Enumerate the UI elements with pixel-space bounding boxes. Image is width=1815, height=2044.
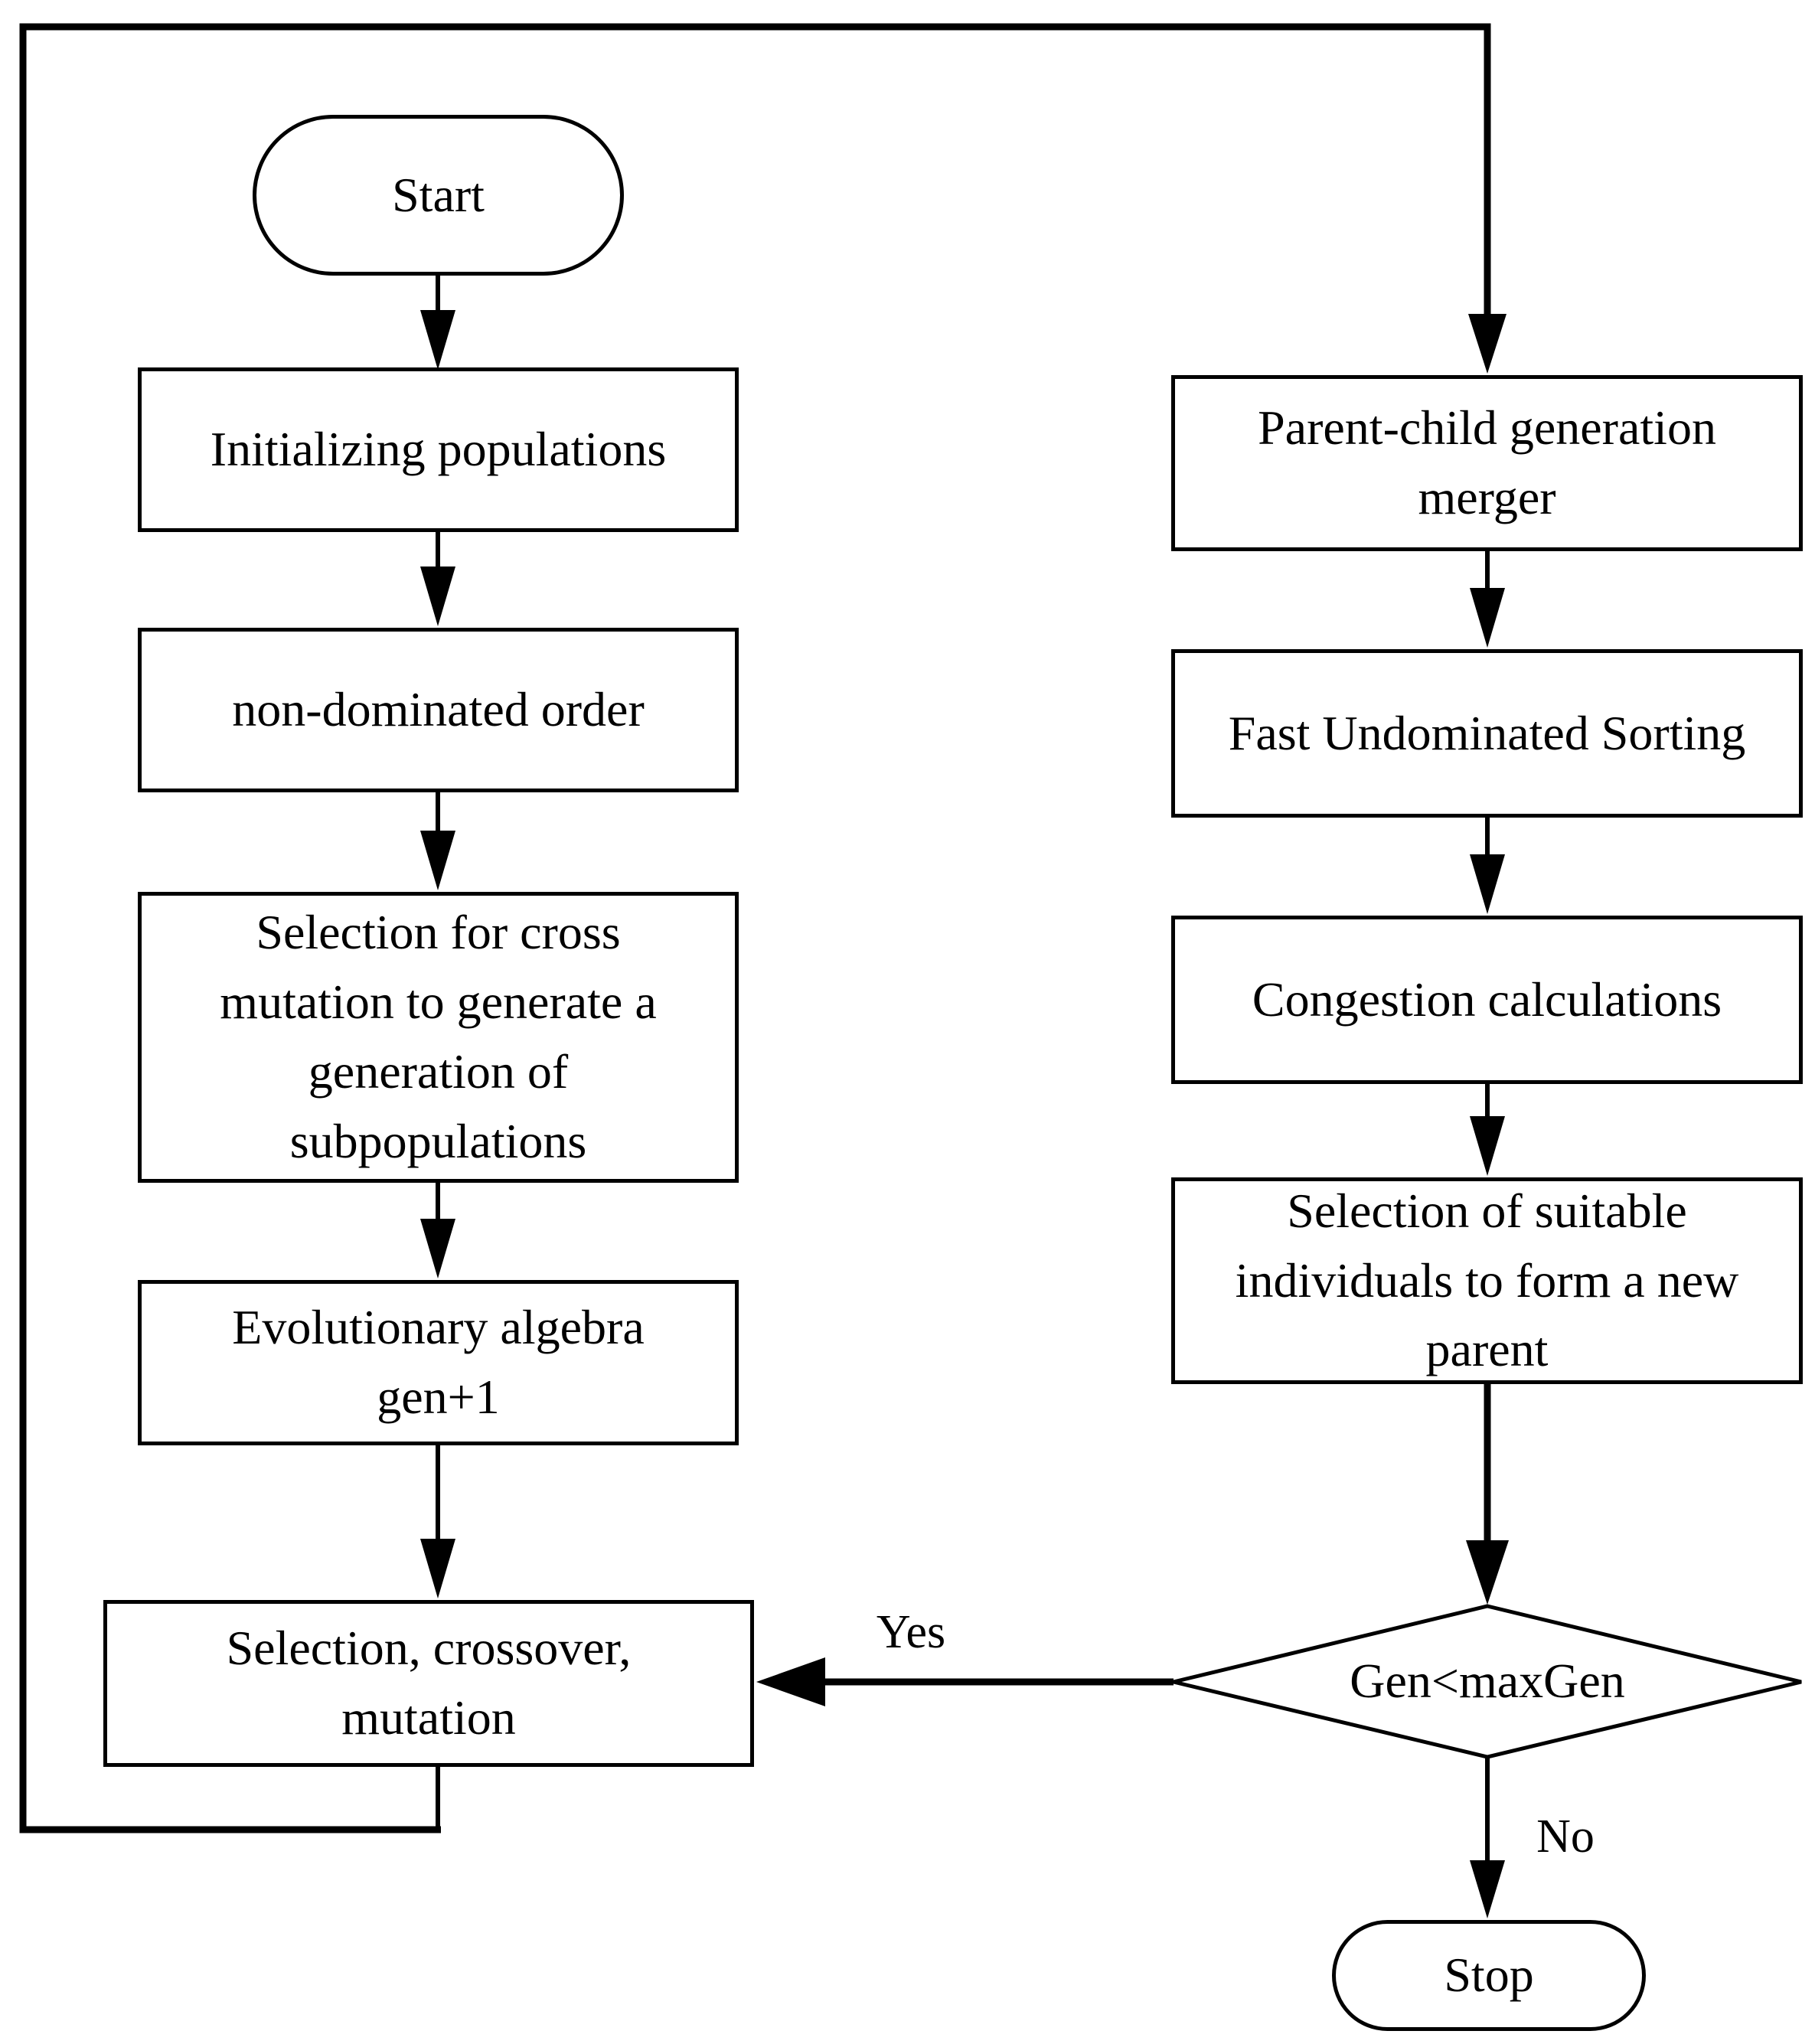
stop-node-label: Stop <box>1444 1948 1534 2003</box>
congestion-calculations-node: Congestion calculations <box>1171 916 1803 1084</box>
arrowhead-congestion-to-selsuitable <box>1470 1116 1505 1176</box>
arrowhead-init-to-nondominated <box>420 567 455 626</box>
selection-suitable-individuals-node: Selection of suitable individuals to for… <box>1171 1177 1803 1384</box>
yes-label-text: Yes <box>876 1606 946 1658</box>
yes-edge-label: Yes <box>796 1596 1026 1669</box>
non-dominated-order-node: non-dominated order <box>138 628 739 792</box>
fast-undominated-sorting-label: Fast Undominated Sorting <box>1228 705 1746 760</box>
start-node: Start <box>253 115 624 276</box>
arrowhead-nondominated-to-selcross <box>420 831 455 890</box>
evolutionary-algebra-label: Evolutionary algebra gen+1 <box>232 1300 645 1424</box>
stop-node: Stop <box>1332 1920 1646 2031</box>
congestion-calculations-label: Congestion calculations <box>1252 971 1722 1027</box>
selection-crossover-mutation-node: Selection, crossover, mutation <box>103 1600 754 1767</box>
arrowhead-loop-to-merger <box>1468 314 1507 374</box>
arrowhead-decision-no <box>1470 1860 1505 1918</box>
start-node-label: Start <box>392 167 485 222</box>
arrowhead-merger-to-fastsort <box>1470 588 1505 648</box>
loop-feedback-line <box>19 23 1491 1833</box>
selection-cross-mutation-node: Selection for cross mutation to generate… <box>138 892 739 1183</box>
parent-child-merger-label: Parent-child generation merger <box>1258 400 1716 524</box>
arrowhead-selsuitable-to-decision <box>1466 1540 1509 1605</box>
parent-child-merger-node: Parent-child generation merger <box>1171 375 1803 551</box>
arrowhead-start-to-init <box>420 310 455 370</box>
initializing-populations-label: Initializing populations <box>210 422 667 477</box>
non-dominated-order-label: non-dominated order <box>232 682 645 737</box>
selection-cross-mutation-label: Selection for cross mutation to generate… <box>220 905 657 1168</box>
arrowhead-evolution-to-selmutation <box>420 1539 455 1598</box>
arrowhead-decision-yes <box>756 1657 825 1706</box>
fast-undominated-sorting-node: Fast Undominated Sorting <box>1171 649 1803 818</box>
selection-crossover-mutation-label: Selection, crossover, mutation <box>226 1621 632 1745</box>
selection-suitable-individuals-label: Selection of suitable individuals to for… <box>1235 1183 1739 1377</box>
evolutionary-algebra-node: Evolutionary algebra gen+1 <box>138 1280 739 1445</box>
arrowhead-fastsort-to-congestion <box>1470 854 1505 914</box>
no-edge-label: No <box>1500 1801 1631 1873</box>
decision-node-label: Gen<maxGen <box>1258 1643 1717 1719</box>
arrowhead-selcross-to-evolution <box>420 1219 455 1278</box>
decision-label-text: Gen<maxGen <box>1350 1654 1625 1708</box>
initializing-populations-node: Initializing populations <box>138 367 739 532</box>
no-label-text: No <box>1536 1811 1595 1863</box>
